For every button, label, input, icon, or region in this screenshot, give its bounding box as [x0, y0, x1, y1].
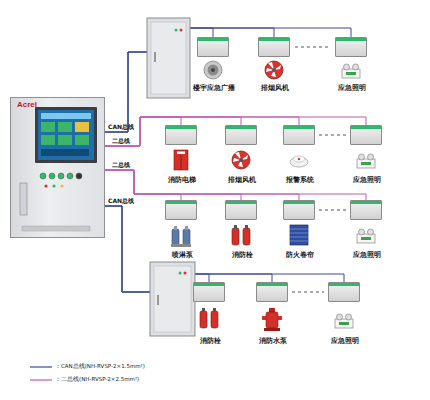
monitoring-module: 应急照明	[350, 200, 382, 220]
device-label: 应急照明	[327, 177, 407, 184]
bus-line	[105, 170, 299, 200]
hydrant-icon	[200, 308, 218, 328]
alarm-icon	[290, 156, 308, 167]
sub-cabinet	[147, 18, 190, 98]
monitoring-module: 消防电梯	[165, 125, 197, 145]
sub-cabinet	[150, 262, 195, 336]
monitoring-module: 排烟风机	[225, 125, 257, 145]
bus-line	[105, 170, 366, 200]
cabinet-screen	[35, 107, 97, 163]
monitoring-module: 消防水泵	[256, 282, 288, 302]
device-label: 排烟风机	[202, 177, 282, 184]
brand-logo: Acrel	[17, 101, 37, 109]
light-icon	[335, 314, 353, 328]
shutter-icon	[290, 225, 308, 245]
monitoring-module: 防火卷帘	[283, 200, 315, 220]
monitoring-module: 消防栓	[225, 200, 257, 220]
cabinet-slot	[20, 183, 27, 215]
water-pump-icon	[262, 308, 282, 331]
device-label: 报警系统	[260, 177, 340, 184]
bus-label: 二总线	[112, 138, 130, 144]
bus-line	[105, 117, 241, 146]
bus-line	[105, 117, 299, 146]
bus-label: CAN总线	[108, 198, 134, 204]
legend-text: ：CAN总线(NH-RVSP-2×1.5mm²)	[55, 364, 145, 370]
bus-line	[105, 28, 274, 132]
elevator-icon	[174, 150, 188, 170]
bus-line	[105, 170, 181, 200]
monitoring-module: 喷淋泵	[165, 200, 197, 220]
device-label: 消防电梯	[142, 177, 222, 184]
monitoring-module: 消防栓	[193, 282, 225, 302]
monitoring-module: 报警系统	[283, 125, 315, 145]
monitoring-module: 应急照明	[350, 125, 382, 145]
fan-icon	[265, 61, 283, 79]
light-icon	[357, 154, 375, 168]
broadcast-icon	[204, 61, 222, 79]
bus-label: 二总线	[112, 162, 130, 168]
device-label: 应急照明	[305, 338, 385, 345]
bus-line	[105, 117, 366, 146]
device-label: 排烟风机	[235, 85, 315, 92]
legend-line	[30, 366, 52, 367]
device-label: 楼宇应急广播	[174, 85, 254, 92]
monitoring-module: 楼宇应急广播	[197, 37, 229, 57]
device-label: 应急照明	[327, 252, 407, 259]
monitoring-module: 排烟风机	[258, 37, 290, 57]
device-label: 消防水泵	[233, 338, 313, 345]
monitoring-module: 应急照明	[335, 37, 367, 57]
cabinet-plate	[22, 226, 90, 231]
fan-icon	[232, 151, 250, 169]
monitor-cabinet: Acrel	[10, 97, 105, 238]
hydrant-icon	[232, 225, 250, 245]
pump-icon	[171, 226, 191, 247]
device-label: 消防栓	[202, 252, 282, 259]
device-label: 喷淋泵	[142, 252, 222, 259]
light-icon	[357, 229, 375, 243]
monitoring-module: 应急照明	[328, 282, 360, 302]
cabinet-buttons	[40, 173, 82, 188]
bus-line	[105, 170, 241, 200]
legend-line	[30, 379, 52, 380]
device-label: 消防栓	[170, 338, 250, 345]
bus-line	[105, 28, 351, 132]
light-icon	[342, 64, 360, 78]
bus-label: CAN总线	[108, 124, 134, 130]
legend-text: ：二总线(NH-RVSP-2×2.5mm²)	[55, 377, 139, 383]
device-label: 防火卷帘	[260, 252, 340, 259]
device-label: 应急照明	[312, 85, 392, 92]
